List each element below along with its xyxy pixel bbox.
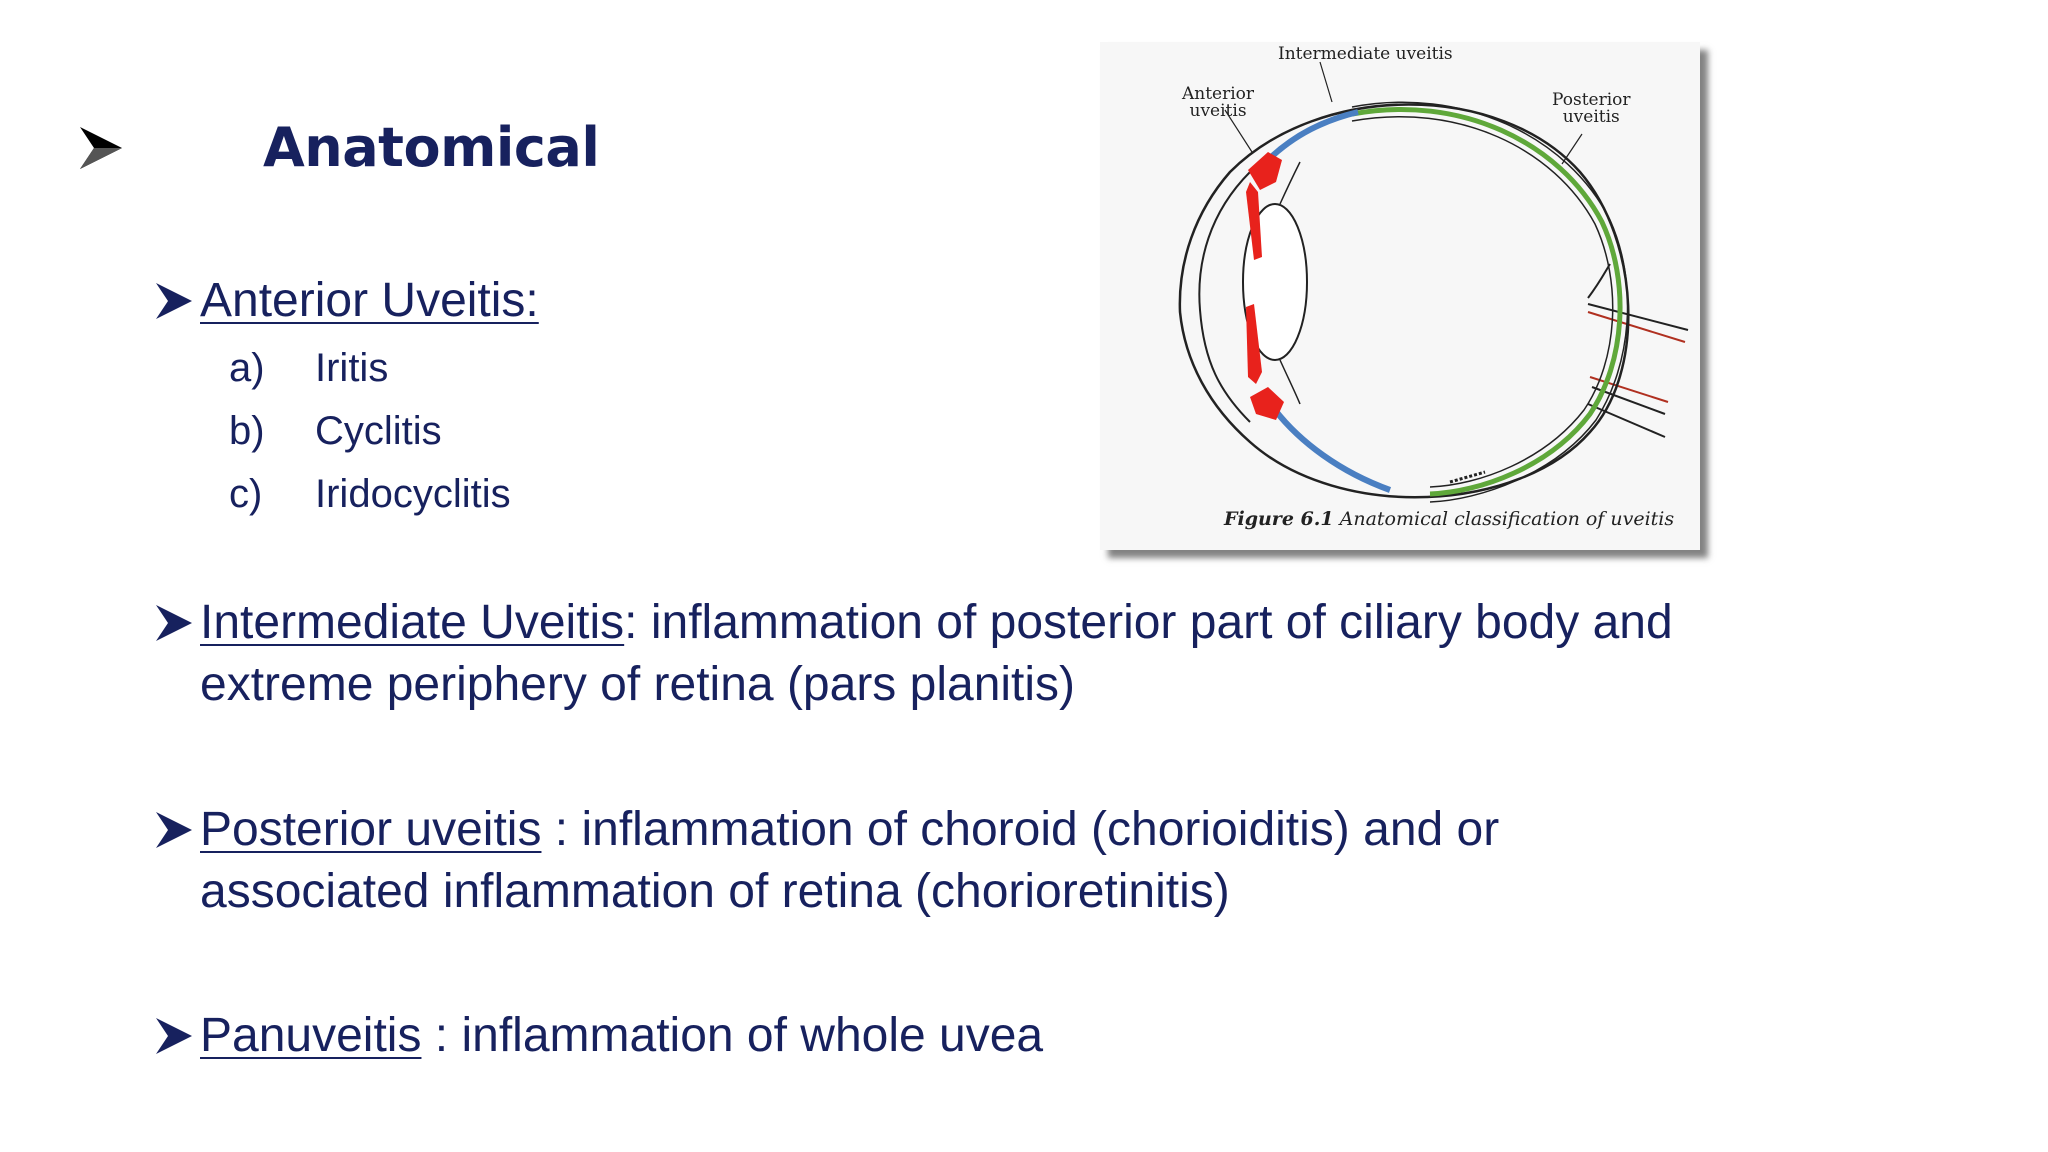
subitem-letter: b) xyxy=(229,409,265,453)
label-anterior-uveitis: Anterior uveitis xyxy=(1182,84,1255,121)
subitem-letter: a) xyxy=(229,346,265,390)
arrow-bullet-icon xyxy=(156,605,192,641)
posterior-uveitis-term: Posterior uveitis xyxy=(200,803,542,856)
posterior-uveitis-desc-2: associated inflammation of retina (chori… xyxy=(200,865,1230,918)
arrow-bullet-icon xyxy=(156,812,192,848)
subitem-letter: c) xyxy=(229,472,263,516)
subitem-text: Iritis xyxy=(315,346,389,390)
panuveitis-desc: : inflammation of whole uvea xyxy=(421,1009,1044,1062)
panuveitis-term: Panuveitis xyxy=(200,1009,422,1062)
posterior-uveitis-item: Posterior uveitis : inflammation of chor… xyxy=(200,799,1840,923)
intermediate-uveitis-term: Intermediate Uveitis xyxy=(200,596,625,649)
eye-diagram-illustration xyxy=(1178,61,1689,503)
slide-heading: Anatomical xyxy=(263,116,600,179)
intermediate-uveitis-desc-2: extreme periphery of retina (pars planit… xyxy=(200,658,1076,711)
posterior-uveitis-desc-1: : inflammation of choroid (chorioiditis)… xyxy=(541,803,1500,856)
label-intermediate-uveitis: Intermediate uveitis xyxy=(1278,44,1453,64)
panuveitis-item: Panuveitis : inflammation of whole uvea xyxy=(200,1005,1043,1067)
arrow-bullet-icon xyxy=(156,283,192,319)
subitem-text: Iridocyclitis xyxy=(315,472,511,516)
arrow-bullet-icon xyxy=(156,1018,192,1054)
subitem-text: Cyclitis xyxy=(315,409,442,453)
anterior-uveitis-item: Anterior Uveitis: xyxy=(200,270,539,332)
eye-diagram-figure: Intermediate uveitis Anterior uveitis Po… xyxy=(1100,42,1700,550)
anterior-uveitis-term: Anterior Uveitis: xyxy=(200,274,539,327)
intermediate-uveitis-item: Intermediate Uveitis: inflammation of po… xyxy=(200,592,1840,716)
arrow-bullet-icon xyxy=(80,127,122,169)
figure-caption: Figure 6.1 Anatomical classification of … xyxy=(1224,508,1675,530)
label-posterior-uveitis: Posterior uveitis xyxy=(1552,90,1631,127)
intermediate-uveitis-desc-1: : inflammation of posterior part of cili… xyxy=(624,596,1673,649)
